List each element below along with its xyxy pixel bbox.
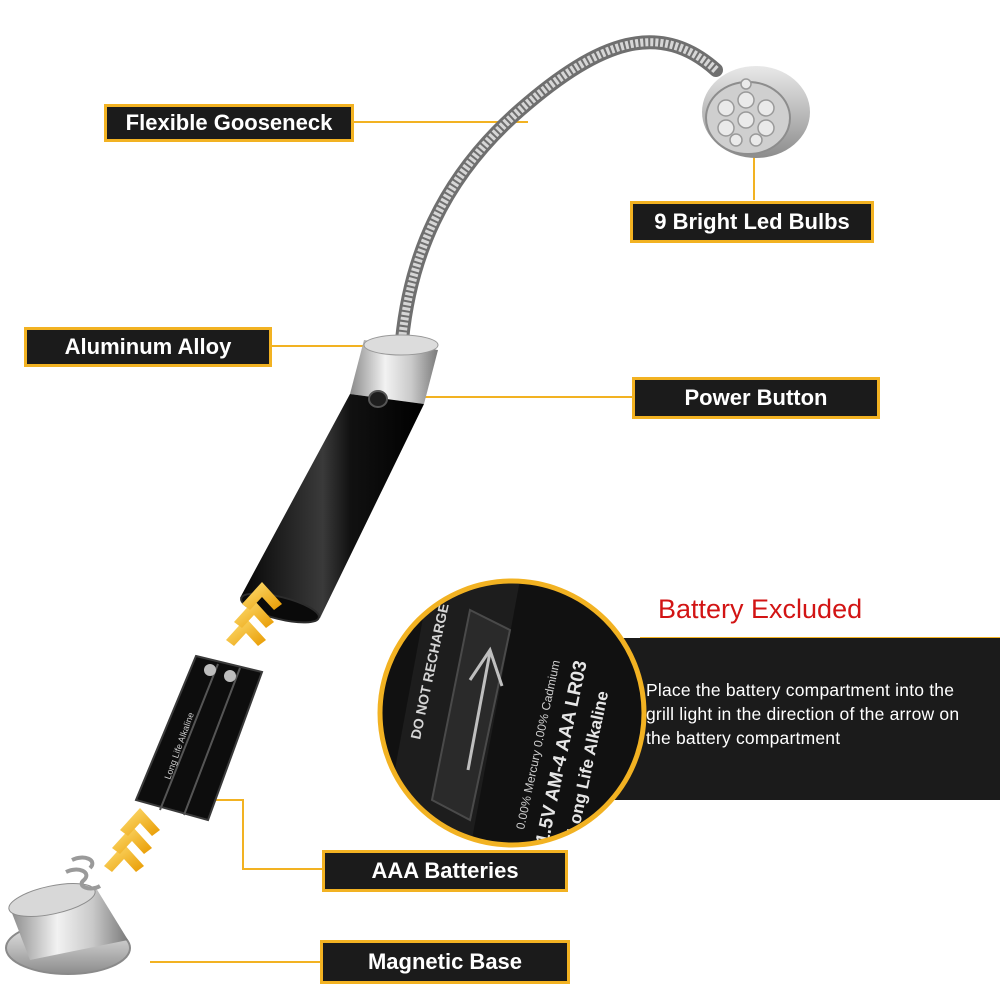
gooseneck — [395, 35, 723, 347]
battery-zoom-circle: 1.5V AM-4 AAA LR03 Long Life Alkaline 0.… — [377, 578, 647, 848]
callout-power-button-label: Power Button — [684, 385, 828, 410]
callout-led-bulbs: 9 Bright Led Bulbs — [630, 201, 874, 243]
direction-arrow-icon — [468, 646, 504, 687]
callout-aaa-batteries-label: AAA Batteries — [371, 858, 519, 883]
callout-aaa-batteries: AAA Batteries — [322, 850, 568, 892]
led-head — [702, 66, 810, 158]
callout-magnetic-base-label: Magnetic Base — [367, 949, 523, 974]
callout-gooseneck: Flexible Gooseneck — [104, 104, 354, 142]
magnetic-base — [5, 855, 131, 975]
callout-magnetic-base: Magnetic Base — [320, 940, 570, 984]
handle — [240, 334, 439, 624]
callout-aluminum: Aluminum Alloy — [24, 327, 272, 367]
battery-instructions: Place the battery compartment into the g… — [646, 680, 960, 748]
callout-aluminum-label: Aluminum Alloy — [64, 334, 232, 359]
battery-excluded-title: Battery Excluded — [658, 594, 863, 624]
power-button-icon — [368, 390, 388, 408]
battery-compartment: Long Life Alkaline — [134, 654, 264, 822]
callout-gooseneck-label: Flexible Gooseneck — [125, 110, 333, 135]
callout-led-bulbs-label: 9 Bright Led Bulbs — [654, 209, 850, 234]
insert-arrows-icon — [104, 582, 282, 872]
callout-power-button: Power Button — [632, 377, 880, 419]
